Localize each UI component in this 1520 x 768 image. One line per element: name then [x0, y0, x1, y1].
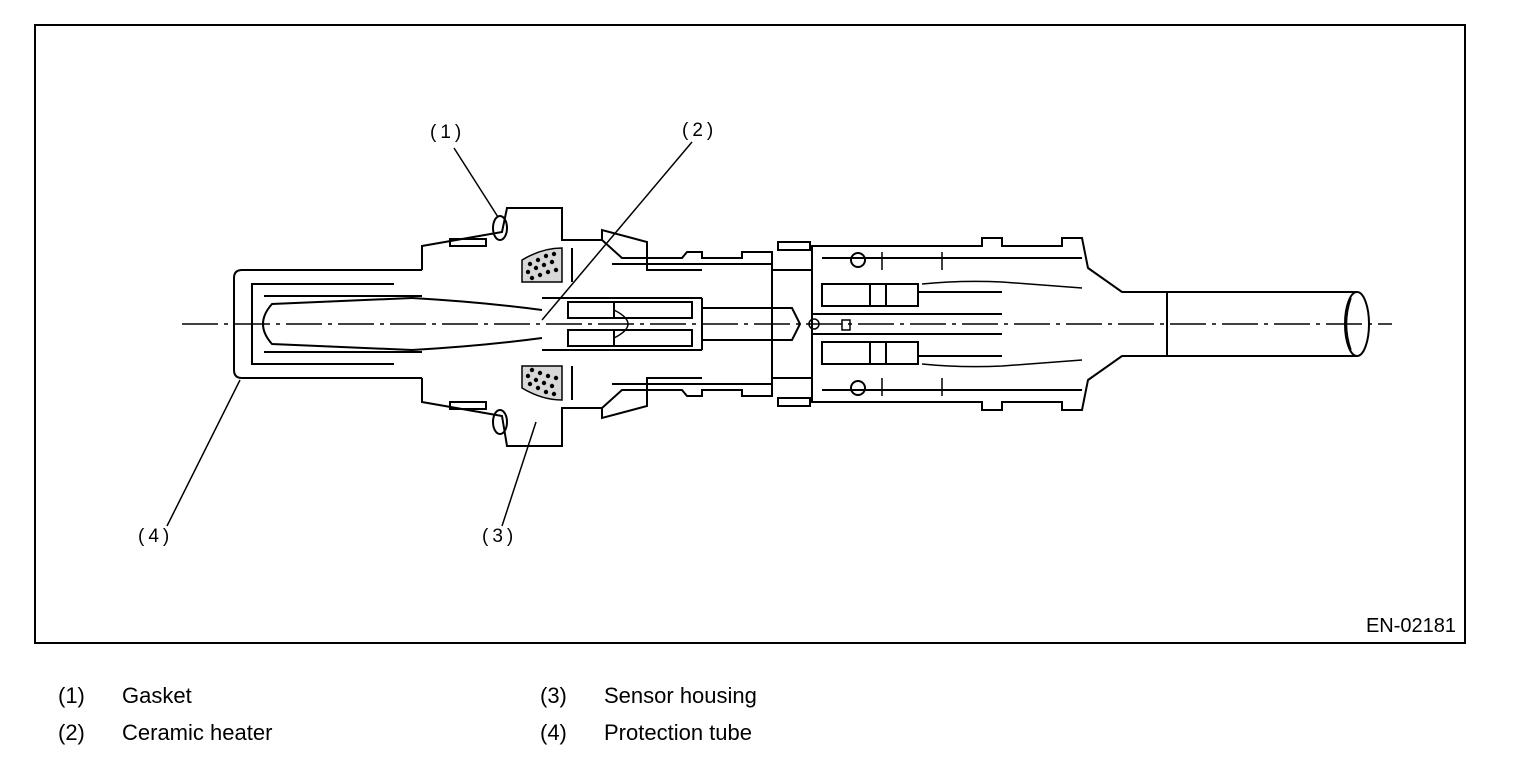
seal-top	[850, 252, 866, 268]
gasket-top	[492, 215, 508, 241]
outer-sleeve-top	[601, 237, 1167, 293]
heater-contact-bottom	[567, 329, 615, 347]
oxygen-sensor-drawing	[166, 141, 1392, 527]
outer-sleeve-bottom	[601, 355, 1167, 411]
sensor-housing-bottom	[421, 377, 702, 447]
leader-line-2	[541, 141, 693, 321]
figure-id-label: EN-02181	[1365, 615, 1456, 637]
protection-tube	[233, 269, 422, 379]
leader-line-1	[453, 147, 499, 218]
leader-line-4	[166, 379, 241, 527]
sensor-diagram-frame: (1) (2) (3) (4) EN-02181	[34, 24, 1466, 644]
sensor-housing-top	[421, 207, 702, 271]
legend-item: (2) Ceramic heater	[58, 720, 478, 748]
legend-item: (4) Protection tube	[540, 720, 960, 748]
seal-bottom	[850, 380, 866, 396]
legend-text: Ceramic heater	[122, 720, 273, 745]
packing-top	[521, 247, 563, 401]
heater-contact-top	[567, 301, 615, 319]
protection-tube-inner	[251, 283, 394, 365]
legend-item: (3) Sensor housing	[540, 683, 960, 711]
ceramic-element	[262, 297, 413, 351]
callout-4: (4)	[138, 526, 174, 547]
legend-number: (1)	[58, 683, 85, 708]
callout-1: (1)	[430, 122, 466, 143]
legend-number: (3)	[540, 683, 567, 708]
legend-text: Sensor housing	[604, 683, 757, 708]
callout-2: (2)	[682, 120, 718, 141]
legend-item: (1) Gasket	[58, 683, 478, 711]
callout-3: (3)	[482, 526, 518, 547]
leader-line-3	[501, 421, 537, 527]
legend-text: Gasket	[122, 683, 192, 708]
legend-text: Protection tube	[604, 720, 752, 745]
gasket-bottom	[492, 409, 508, 435]
legend-number: (2)	[58, 720, 85, 745]
packing-dots	[525, 251, 559, 397]
legend-number: (4)	[540, 720, 567, 745]
cable-end	[1344, 291, 1370, 357]
sensor-cable	[1166, 291, 1357, 357]
